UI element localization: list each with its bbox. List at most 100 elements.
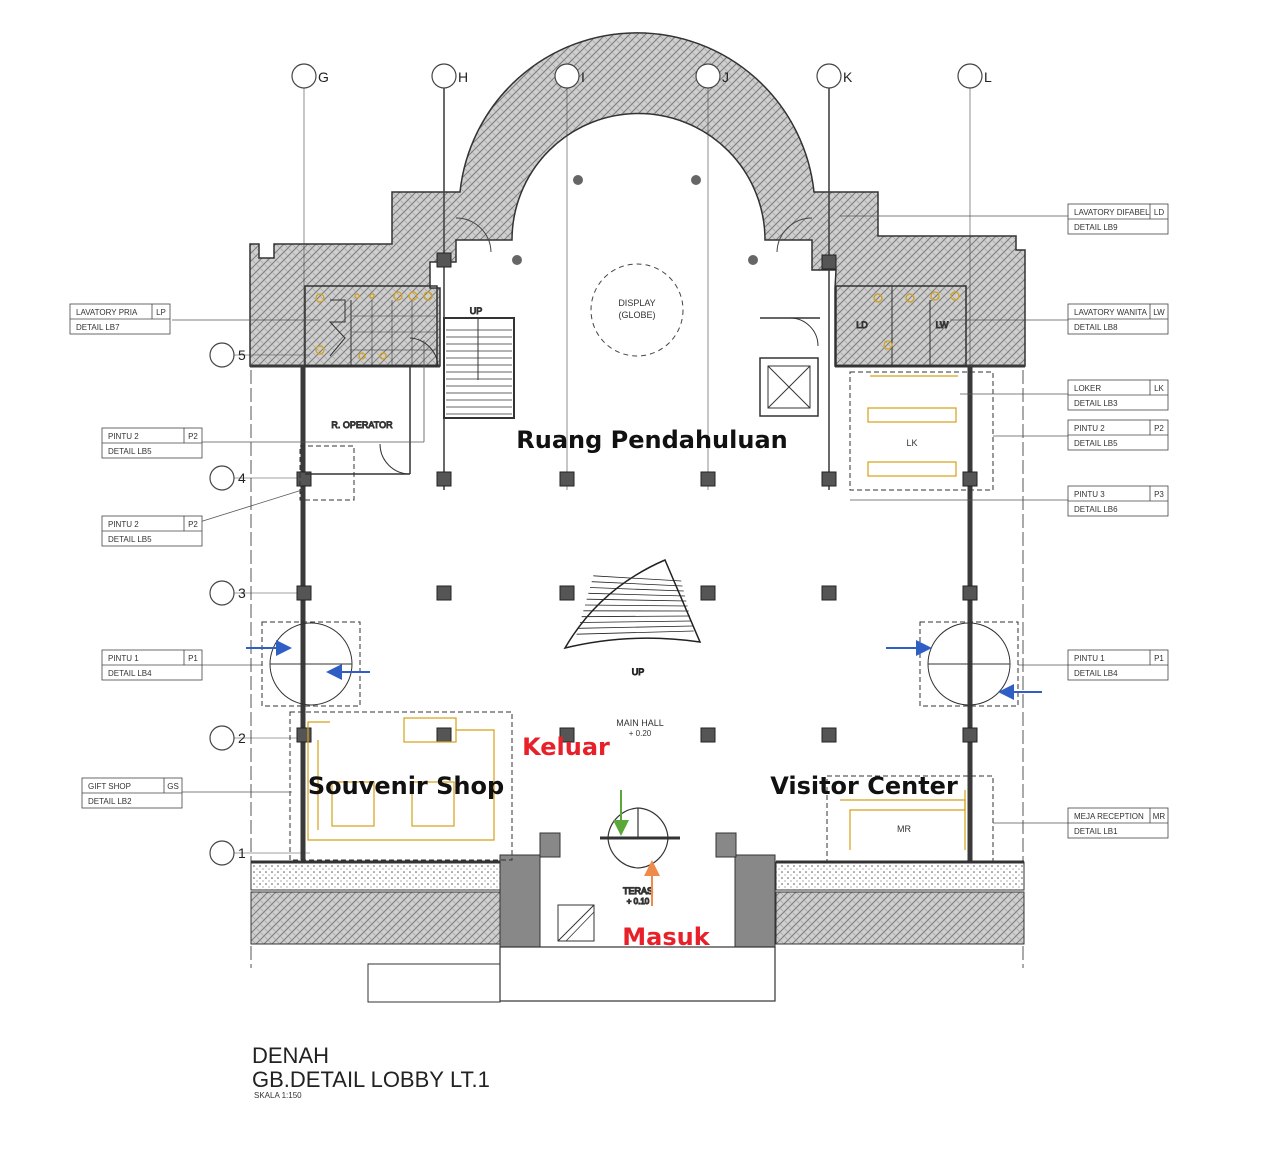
operator-label: R. OPERATOR	[331, 420, 393, 430]
column	[962, 585, 978, 601]
lw-label: LW	[936, 320, 949, 330]
tag-name: LAVATORY PRIA	[76, 308, 138, 317]
tag-detail: DETAIL LB4	[1074, 669, 1118, 678]
grid-row-3: 3	[209, 580, 310, 606]
teras-label: TERAS	[623, 886, 653, 896]
column	[296, 727, 312, 743]
column	[436, 585, 452, 601]
tag-code: LD	[1154, 208, 1164, 217]
grid-column-k: K	[816, 63, 853, 490]
grid-row-label: 4	[238, 470, 246, 486]
column	[962, 727, 978, 743]
tag-name: PINTU 2	[108, 520, 139, 529]
column	[700, 471, 716, 487]
column	[436, 471, 452, 487]
grid-column-j: J	[695, 63, 729, 490]
tag-name: LAVATORY DIFABEL	[1074, 208, 1150, 217]
column	[700, 727, 716, 743]
grid-column-label: K	[843, 69, 853, 85]
overlay-labels: Ruang Pendahuluan Souvenir Shop Visitor …	[308, 426, 958, 951]
label-masuk: Masuk	[622, 923, 710, 951]
grid-row-label: 3	[238, 585, 246, 601]
tag-code: P2	[188, 520, 198, 529]
main-up-label: UP	[632, 667, 645, 677]
tag-code: LK	[1154, 384, 1164, 393]
tag-detail: DETAIL LB7	[76, 323, 120, 332]
site-boundary	[250, 262, 1024, 968]
arch-doors	[455, 217, 813, 253]
grid-row-1: 1	[209, 840, 310, 866]
side-doors	[261, 621, 1019, 707]
lk-label: LK	[906, 438, 917, 448]
arch-roof-band	[249, 32, 1026, 367]
grid-row-label: 1	[238, 845, 246, 861]
tag-code: P3	[1154, 490, 1164, 499]
teras-level: + 0.10	[627, 897, 650, 906]
title-scale: SKALA 1:150	[254, 1091, 302, 1100]
tag-code: MR	[1153, 812, 1166, 821]
grid-column-h: H	[431, 63, 468, 490]
tag-detail: DETAIL LB1	[1074, 827, 1118, 836]
label-keluar: Keluar	[522, 733, 610, 761]
tag-mr: MEJA RECEPTION MR DETAIL LB1	[1067, 807, 1169, 839]
tag-code: P1	[1154, 654, 1164, 663]
stair: UP	[443, 306, 515, 419]
grid-column-label: L	[984, 69, 992, 85]
grid-column-label: G	[318, 69, 329, 85]
column	[436, 252, 452, 268]
tag-name: PINTU 2	[108, 432, 139, 441]
column	[821, 727, 837, 743]
tag-detail: DETAIL LB3	[1074, 399, 1118, 408]
tag-name: MEJA RECEPTION	[1074, 812, 1144, 821]
tag-detail: DETAIL LB5	[1074, 439, 1118, 448]
tag-name: GIFT SHOP	[88, 782, 131, 791]
title-line1: DENAH	[252, 1043, 329, 1068]
arch-columns	[512, 175, 758, 265]
tag-detail: DETAIL LB5	[108, 447, 152, 456]
front-terrace-strip	[250, 860, 1025, 945]
stair-up-label: UP	[470, 306, 483, 316]
column	[962, 471, 978, 487]
display-label: DISPLAY	[618, 298, 655, 308]
grid-row-label: 2	[238, 730, 246, 746]
column	[296, 585, 312, 601]
display-sub-label: (GLOBE)	[618, 310, 655, 320]
tag-name: PINTU 3	[1074, 490, 1105, 499]
tag-code: LW	[1153, 308, 1165, 317]
lavatory-pria-block	[304, 285, 438, 367]
column	[821, 471, 837, 487]
lavatory-wanita-block: LD LW	[759, 285, 967, 417]
tag-name: PINTU 1	[1074, 654, 1105, 663]
tag-name: PINTU 2	[1074, 424, 1105, 433]
grid-row-4: 4	[209, 465, 310, 491]
column	[559, 471, 575, 487]
title-main: GB.DETAIL LOBBY	[252, 1067, 444, 1092]
display-globe: DISPLAY (GLOBE)	[590, 263, 684, 357]
column	[559, 727, 575, 743]
grid-row-lines: 5 4 3 2 1	[209, 342, 310, 866]
grid-row-label: 5	[238, 347, 246, 363]
column	[821, 254, 837, 270]
mr-label: MR	[897, 824, 911, 834]
tag-detail: DETAIL LB6	[1074, 505, 1118, 514]
main-fan-stair: UP	[563, 559, 702, 678]
tag-name: LOKER	[1074, 384, 1101, 393]
flow-arrows	[246, 640, 1042, 906]
main-entrance-doors: TERAS + 0.10	[600, 807, 680, 907]
column	[436, 727, 452, 743]
grid-column-label: H	[458, 69, 468, 85]
tag-detail: DETAIL LB2	[88, 797, 132, 806]
column	[821, 585, 837, 601]
tag-detail: DETAIL LB9	[1074, 223, 1118, 232]
reception-area: MR	[826, 775, 994, 863]
tag-code: P2	[1154, 424, 1164, 433]
